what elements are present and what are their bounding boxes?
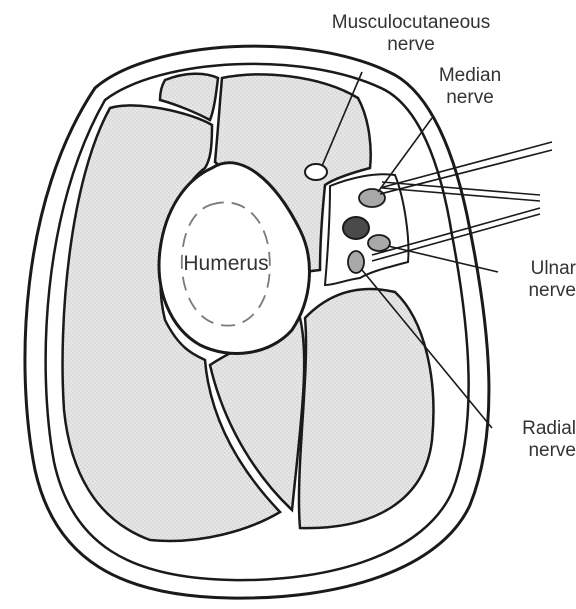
musculocutaneous-nerve	[305, 164, 327, 180]
humerus-label: Humerus	[165, 253, 287, 275]
radial-nerve	[348, 251, 364, 273]
median-nerve-label: Median nerve	[420, 65, 520, 109]
median-nerve	[359, 189, 385, 207]
ulnar-nerve-label: Ulnar nerve	[498, 258, 576, 302]
median-label-line1: Median	[420, 65, 520, 87]
radial-nerve-label: Radial nerve	[495, 418, 576, 462]
median-label-line2: nerve	[420, 87, 520, 109]
humerus-label-text: Humerus	[165, 253, 287, 275]
radial-label-line2: nerve	[495, 440, 576, 462]
ulnar-nerve	[368, 235, 390, 251]
brachial-artery	[343, 217, 369, 239]
musculocutaneous-label-line2: nerve	[282, 34, 540, 56]
ulnar-label-line2: nerve	[498, 280, 576, 302]
musculocutaneous-label-line1: Musculocutaneous	[282, 12, 540, 34]
radial-label-line1: Radial	[495, 418, 576, 440]
ulnar-label-line1: Ulnar	[498, 258, 576, 280]
musculocutaneous-nerve-label: Musculocutaneous nerve	[282, 12, 540, 56]
